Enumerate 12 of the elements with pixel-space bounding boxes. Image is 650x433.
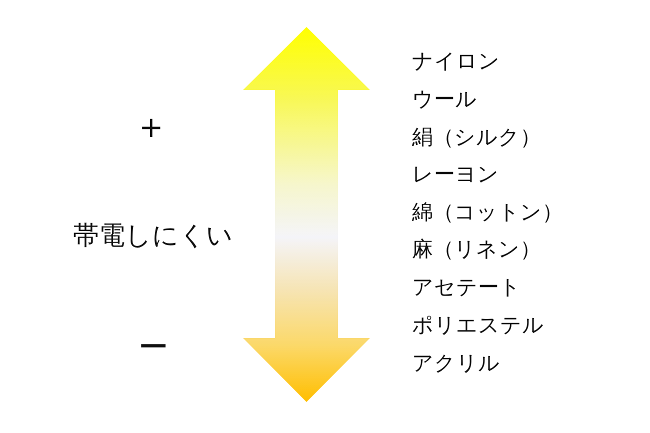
plus-sign: +	[139, 110, 164, 145]
minus-sign: −	[137, 323, 170, 370]
material-name: アセテート	[412, 275, 521, 300]
label-text: 帯電しにくい	[73, 221, 233, 252]
material-name: ポリエステル	[412, 313, 544, 338]
material-name: レーヨン	[412, 162, 499, 188]
material-name: 綿（コットン）	[412, 200, 563, 226]
material-name: 麻（リネン）	[412, 237, 541, 262]
material-name: 絹（シルク）	[412, 125, 541, 150]
material-name: ナイロン	[412, 49, 500, 74]
material-name: ウール	[412, 87, 477, 112]
material-name: アクリル	[412, 351, 500, 376]
